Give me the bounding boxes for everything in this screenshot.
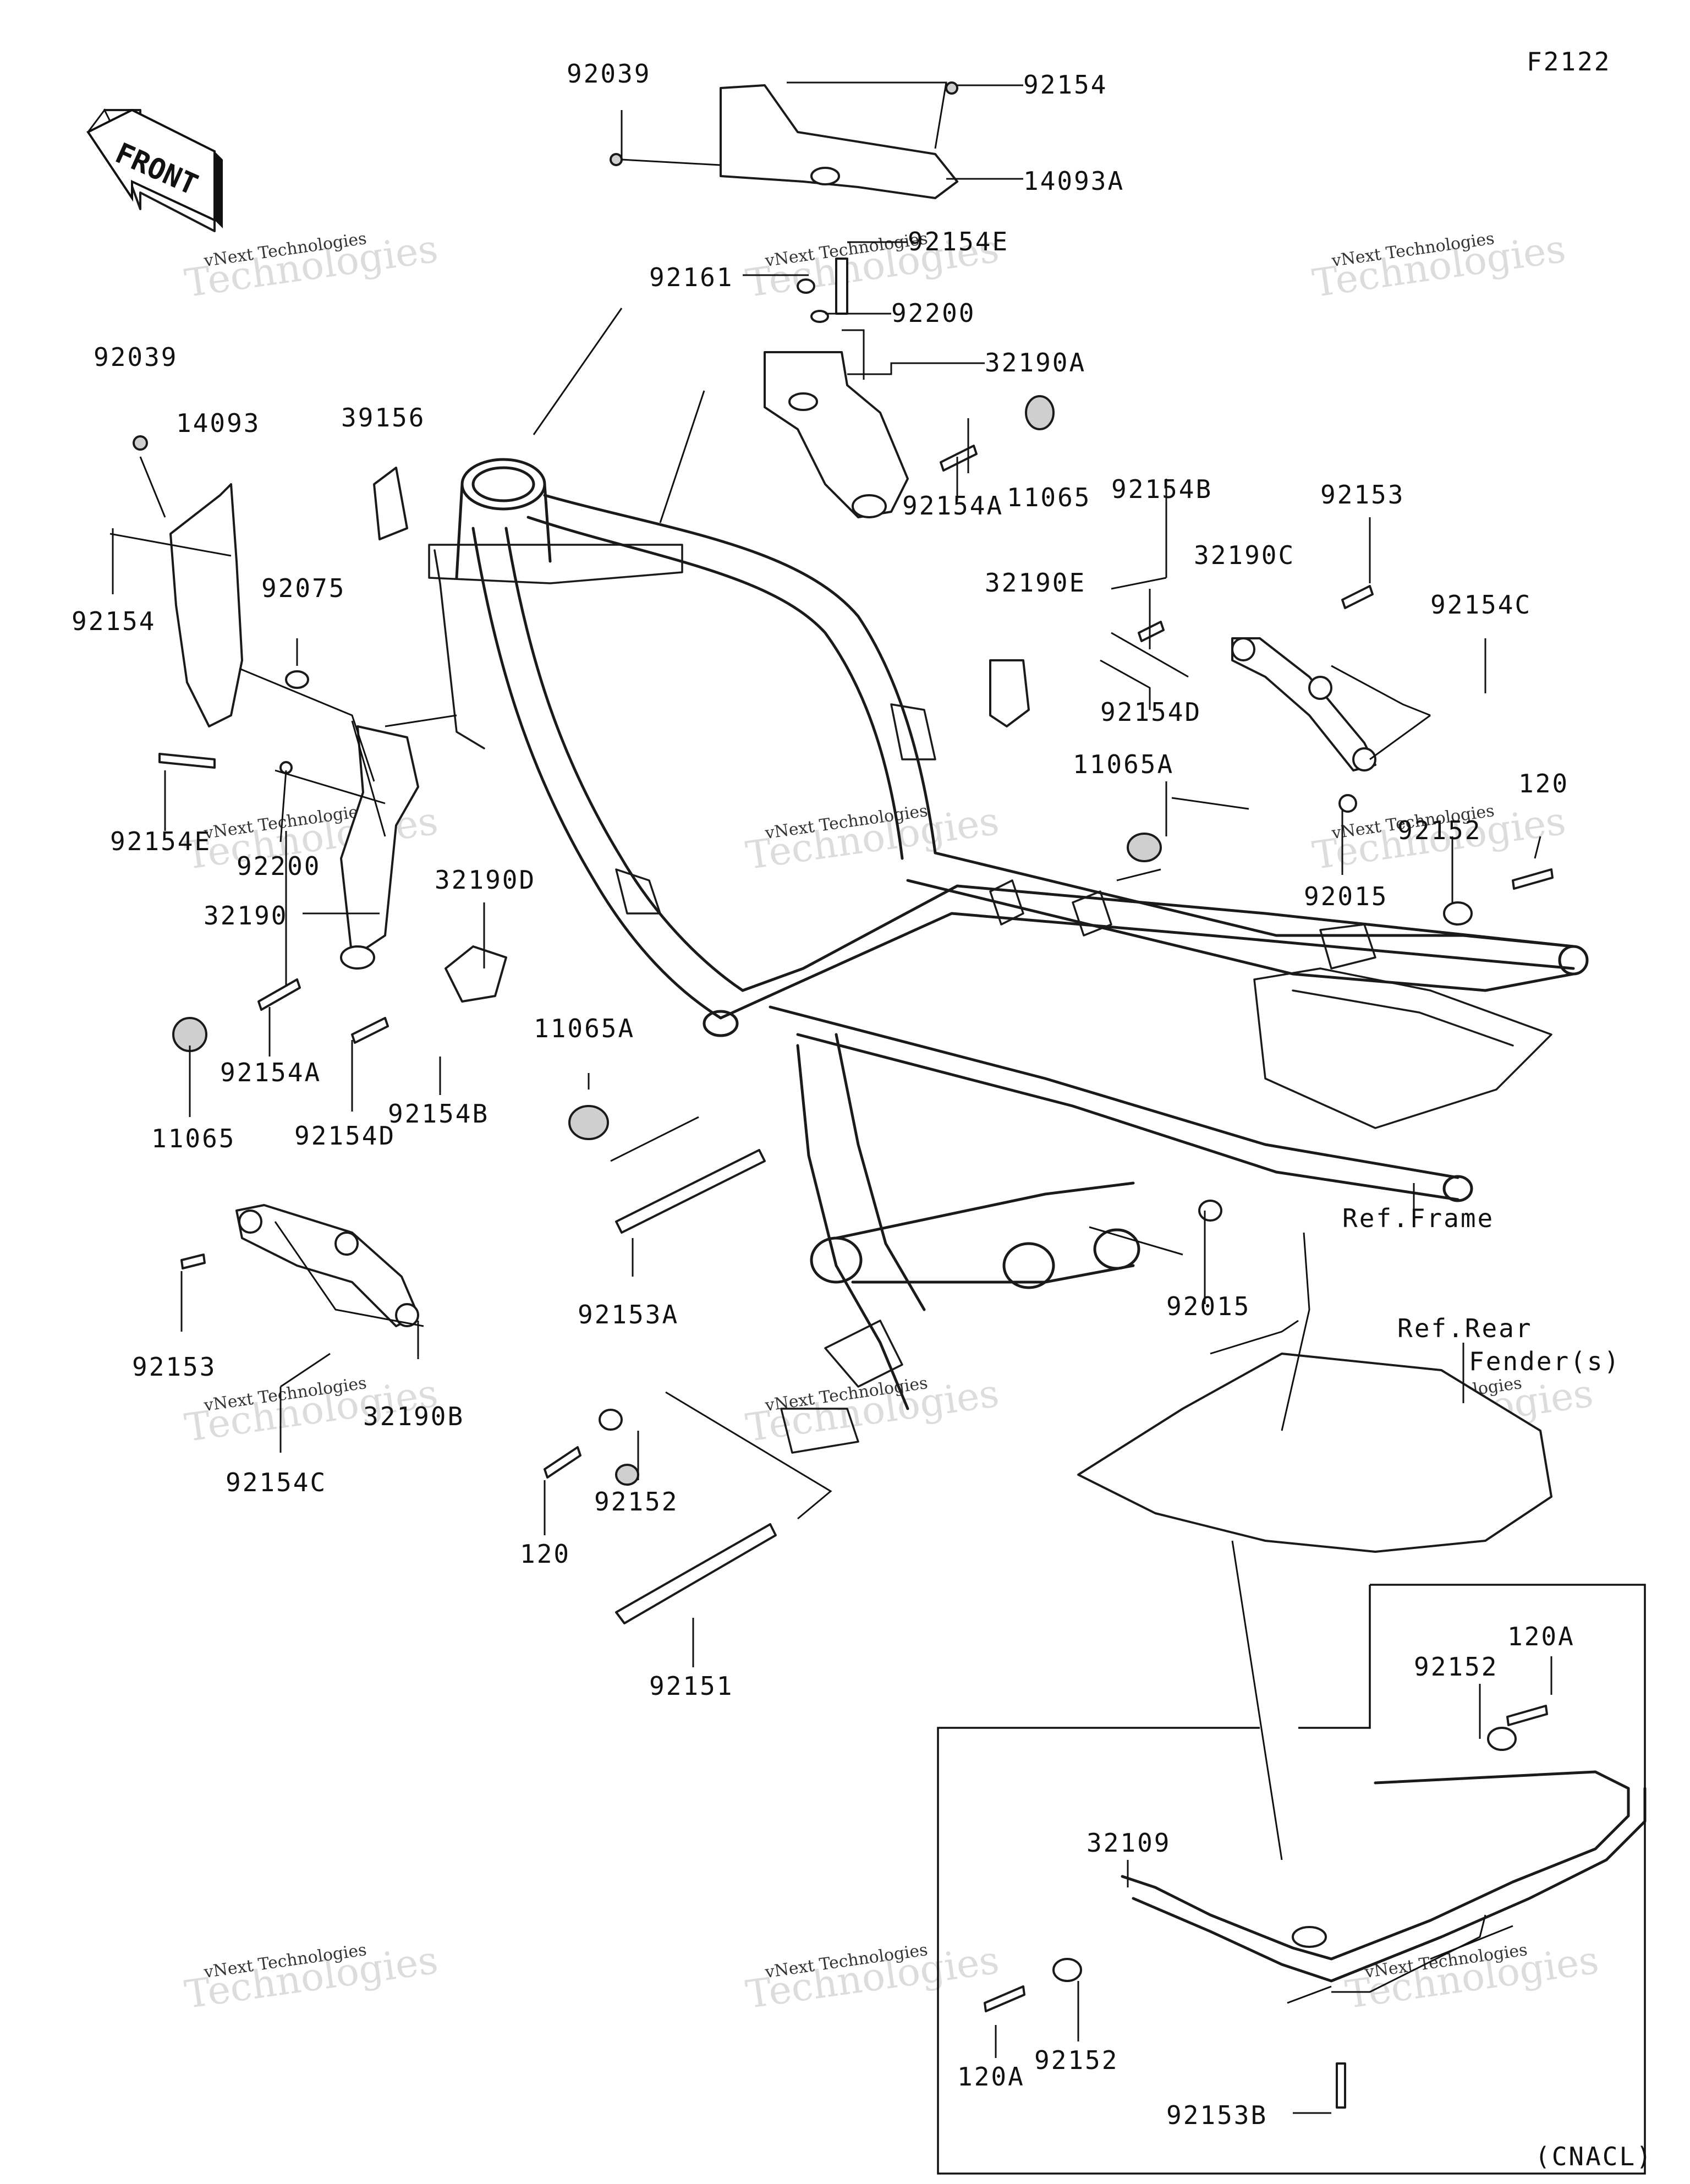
bolt-92151 [615, 1523, 777, 1624]
cover-14093 [169, 483, 243, 727]
part-label: 14093A [1023, 166, 1124, 196]
part-label: 11065 [1007, 483, 1091, 512]
plug-11065 [1025, 395, 1055, 430]
part-label: 92200 [237, 851, 321, 881]
part-label: 32190E [985, 568, 1086, 598]
part-label: 92015 [1166, 1291, 1250, 1321]
label-39156 [373, 467, 408, 540]
parts [133, 81, 1647, 2109]
front-arrow-icon: FRONT [86, 108, 223, 232]
part-label: 32109 [1087, 1828, 1171, 1858]
part-label: 92154B [1111, 474, 1212, 504]
part-label: 92015 [1304, 882, 1388, 911]
part-label: 92200 [891, 298, 975, 328]
part-label: 92154D [1100, 697, 1201, 727]
part-label: 92151 [649, 1671, 733, 1701]
part-label: 92153A [578, 1300, 679, 1329]
part-label: 92152 [1397, 815, 1482, 845]
part-label: 14093 [176, 408, 260, 438]
part-label: 11065 [151, 1124, 235, 1153]
part-label: 92154E [110, 826, 211, 856]
part-label: 92039 [567, 59, 651, 89]
bracket-32190 [340, 725, 419, 959]
bracket-32190B [235, 1204, 419, 1327]
part-label: 92161 [649, 262, 733, 292]
part-label: 92154A [902, 491, 1003, 521]
part-label: 92154E [908, 227, 1009, 256]
rear-fender [1077, 1353, 1552, 1553]
part-label: 92152 [1034, 2045, 1118, 2075]
bolt-92153A [615, 1149, 766, 1234]
part-label: 92153 [1320, 480, 1404, 510]
part-label: 120A [1507, 1622, 1575, 1651]
part-label: 92154B [388, 1099, 489, 1129]
part-label: 92153 [132, 1352, 216, 1382]
cnacl-inset-box [937, 1584, 1646, 2175]
bracket-32190A [764, 351, 909, 518]
part-label: 92039 [94, 342, 178, 372]
bracket-32190C [1231, 637, 1376, 771]
part-label: 92154A [220, 1058, 321, 1087]
part-label: 32190D [435, 865, 536, 895]
part-label: 92154 [72, 606, 156, 636]
part-label: 32190 [204, 901, 288, 930]
diagram-id: F2122 [1527, 47, 1611, 76]
part-label: 120 [1518, 769, 1569, 798]
part-label: 39156 [341, 403, 425, 433]
cover-14093A [720, 84, 958, 199]
part-labels: 92039 92154 14093A 92154E 92161 92200 32… [72, 59, 1653, 2171]
part-label: 92154C [1430, 590, 1532, 620]
part-label: 120 [520, 1539, 570, 1569]
part-label: 92153B [1166, 2100, 1268, 2130]
part-label: 32190A [985, 348, 1086, 377]
plug-11065A [568, 1105, 609, 1140]
main-frame [428, 458, 1589, 1454]
part-label: Ref.Frame [1342, 1203, 1494, 1233]
part-label: 92154C [226, 1468, 327, 1497]
bracket-32190D [445, 945, 507, 1003]
leader-lines [109, 81, 1552, 2114]
part-label: 92152 [1414, 1652, 1498, 1682]
part-label: 92154D [294, 1121, 396, 1151]
part-label: 32190B [363, 1402, 464, 1431]
grab-rail-32109 [1121, 1770, 1630, 1961]
part-label: 11065A [1073, 749, 1174, 779]
part-label: 120A [957, 2062, 1025, 2092]
part-label: 32190C [1194, 540, 1295, 570]
part-label: 92075 [261, 573, 345, 603]
part-label: (CNACL) [1535, 2142, 1653, 2171]
plug-11065A [1127, 833, 1162, 862]
bracket-32190E [989, 659, 1030, 727]
part-label: Fender(s) [1469, 1346, 1621, 1376]
part-label: Ref.Rear [1397, 1313, 1533, 1343]
part-label: 92152 [594, 1487, 678, 1517]
part-label: 92154 [1023, 70, 1107, 100]
part-label: 11065A [534, 1014, 635, 1043]
